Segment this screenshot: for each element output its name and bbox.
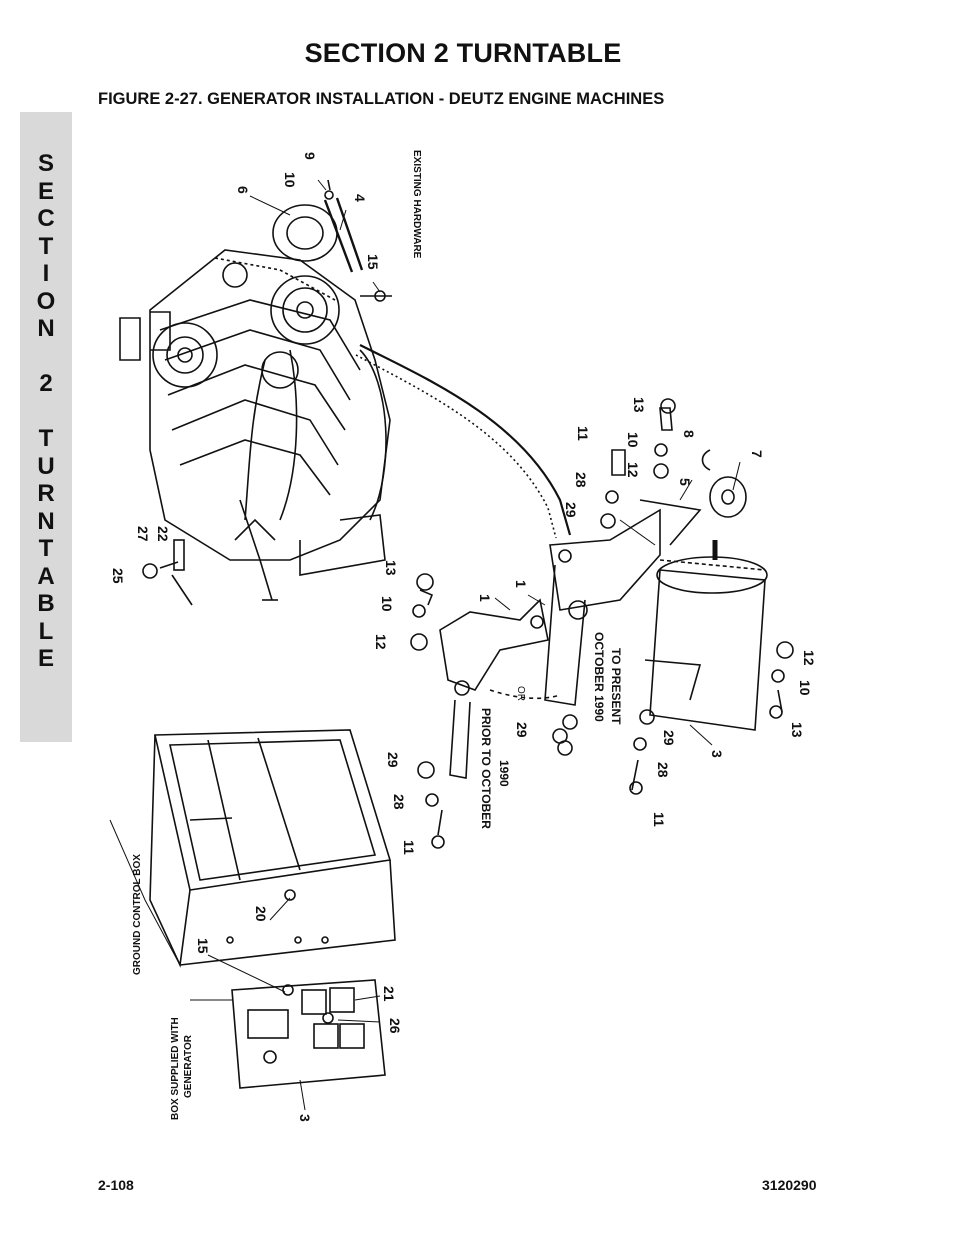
side-tab-letter: T	[38, 425, 54, 452]
generator-supplied-box-illustration	[231, 979, 386, 1089]
callout-20: 20	[253, 906, 269, 922]
ground-control-box-label: GROUND CONTROL BOX	[132, 854, 143, 975]
callout-labels: 9 10 6 4 15 EXISTING HARDWARE 13 11 10 8…	[110, 150, 817, 1122]
document-number: 3120290	[762, 1177, 817, 1193]
ground-control-box-illustration	[149, 729, 396, 968]
callout-15: 15	[195, 938, 211, 954]
callout-12: 12	[373, 634, 389, 650]
callout-21: 21	[381, 986, 397, 1002]
callout-8: 8	[681, 430, 697, 438]
section-title: SECTION 2 TURNTABLE	[304, 38, 622, 68]
callout-29: 29	[514, 722, 530, 738]
october-1990-label: OCTOBER 1990	[592, 632, 606, 722]
callout-3: 3	[297, 1114, 313, 1122]
callout-6: 6	[235, 186, 251, 194]
side-tab-letter: N	[37, 315, 55, 342]
callout-26: 26	[387, 1018, 403, 1034]
side-tab-letter: R	[37, 480, 55, 507]
side-tab-letter: E	[37, 177, 54, 205]
prior-to-october-label: PRIOR TO OCTOBER	[479, 708, 493, 829]
or-label: OR	[515, 686, 526, 701]
side-tab-letter: E	[37, 645, 54, 672]
existing-hardware-label: EXISTING HARDWARE	[411, 150, 422, 259]
callout-13: 13	[789, 722, 805, 738]
callout-10: 10	[625, 432, 641, 448]
leader-lines	[109, 179, 741, 1111]
callout-1: 1	[513, 580, 529, 588]
to-present-label: TO PRESENT	[609, 648, 623, 725]
callout-29: 29	[385, 752, 401, 768]
callout-29: 29	[563, 502, 579, 518]
callout-11: 11	[575, 426, 591, 441]
page-number: 2-108	[98, 1177, 134, 1193]
callout-11: 11	[401, 840, 417, 855]
side-tab-letter: T	[38, 535, 54, 562]
callout-3: 3	[709, 750, 725, 758]
callout-5: 5	[677, 478, 693, 486]
side-tab-letter: S	[37, 150, 54, 177]
callout-10: 10	[797, 680, 813, 696]
callout-25: 25	[110, 568, 126, 584]
year-1990-label: 1990	[497, 760, 511, 787]
side-tab-letter: 2	[39, 370, 53, 397]
hardware-parts	[410, 398, 794, 849]
side-tab-letter: C	[37, 205, 55, 232]
side-tab-letter: I	[42, 260, 50, 287]
callout-13: 13	[383, 560, 399, 576]
generator-illustration	[639, 476, 768, 731]
callout-22: 22	[155, 526, 171, 542]
side-tab-letter: A	[37, 562, 55, 590]
callout-10: 10	[282, 172, 298, 188]
callout-15: 15	[365, 254, 381, 270]
callout-27: 27	[135, 526, 151, 542]
side-tab-letter: L	[38, 617, 54, 645]
side-tab-letter: U	[37, 452, 55, 480]
side-tab-letter: T	[38, 232, 54, 260]
callout-10: 10	[379, 596, 395, 612]
side-tab-letter: N	[37, 507, 55, 535]
callout-4: 4	[352, 194, 368, 202]
box-supplied-label-line2: GENERATOR	[183, 1034, 194, 1098]
callout-29: 29	[661, 730, 677, 746]
callout-28: 28	[573, 472, 589, 488]
box-supplied-label-line1: BOX SUPPLIED WITH	[170, 1017, 181, 1120]
callout-12: 12	[625, 462, 641, 478]
engine-illustration	[119, 179, 572, 606]
generator-brackets	[439, 508, 661, 779]
callout-28: 28	[655, 762, 671, 778]
callout-28: 28	[391, 794, 407, 810]
callout-9: 9	[302, 152, 318, 160]
callout-1: 1	[477, 594, 493, 602]
figure-title: FIGURE 2-27. GENERATOR INSTALLATION - DE…	[98, 90, 665, 108]
callout-13: 13	[631, 397, 647, 413]
side-tab-letter: B	[37, 590, 55, 617]
callout-7: 7	[749, 450, 765, 458]
callout-11: 11	[651, 812, 667, 827]
side-tab-letter: O	[36, 287, 56, 315]
callout-12: 12	[801, 650, 817, 666]
